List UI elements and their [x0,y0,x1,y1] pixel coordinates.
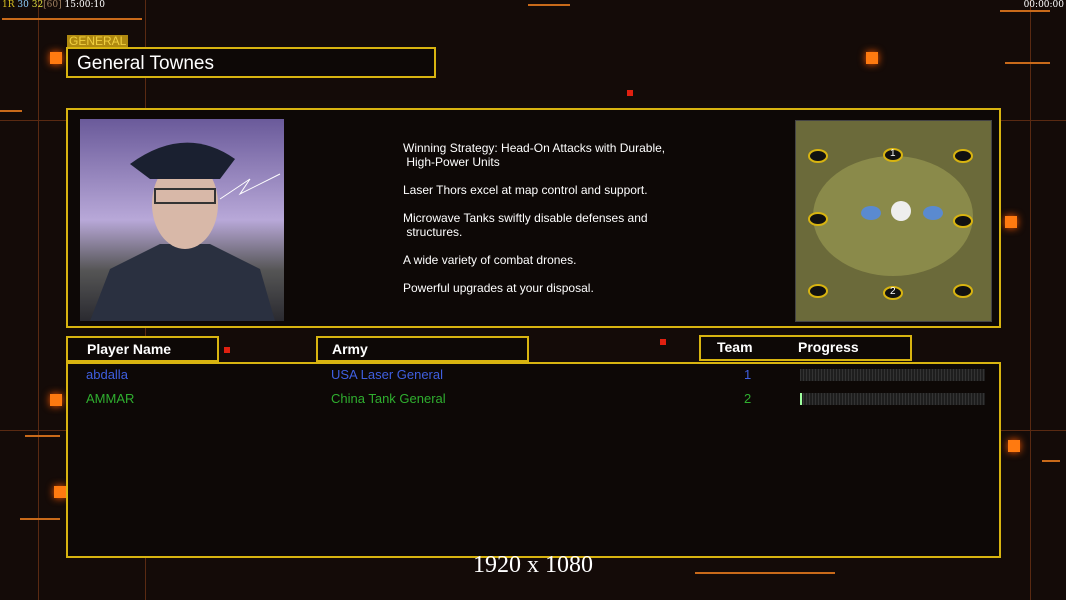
player-name: abdalla [86,367,128,382]
desc-line: Laser Thors excel at map control and sup… [403,183,648,197]
bg-accent [528,4,570,6]
bg-accent [1005,62,1050,64]
debug-left: 1R [2,0,15,10]
desc-line: High-Power Units [403,155,500,169]
desc-line: Microwave Tanks swiftly disable defenses… [403,211,648,225]
player-name: AMMAR [86,391,135,406]
header-label: Team [717,339,753,355]
header-label: Progress [798,339,859,355]
desc-line: Powerful upgrades at your disposal. [403,281,594,295]
player-team: 2 [744,391,752,406]
progress-fill [800,393,802,405]
desc-line: A wide variety of combat drones. [403,253,577,267]
portrait-image [90,142,281,321]
bg-accent [0,110,22,112]
bg-line [38,0,39,600]
desc-line: structures. [403,225,463,239]
debug-fps2: 32 [31,0,44,10]
player-list: abdalla USA Laser General 1 AMMAR China … [66,362,1001,558]
bg-accent [1042,460,1060,462]
clock: 00:00:00 [1023,0,1064,10]
debug-overlay: 1R 30 32[60] 15:00:10 [2,0,105,10]
player-team: 1 [744,367,752,382]
player-army: China Tank General [331,391,446,406]
general-portrait [80,119,284,321]
map-slot-2: 2 [890,286,896,297]
header-label: Player Name [87,341,172,357]
map-preview[interactable]: 1 2 [795,120,992,322]
bg-square [54,486,66,498]
header-army[interactable]: Army [316,336,529,362]
map-slot-1: 1 [890,148,896,159]
bg-square [50,52,62,64]
general-tag: GENERAL [67,34,129,48]
bg-square [1008,440,1020,452]
debug-fps1: 30 [17,0,29,10]
resolution-label: 1920 x 1080 [473,552,593,578]
bg-square [1005,216,1017,228]
debug-time: 15:00:10 [64,0,105,10]
header-player-name[interactable]: Player Name [66,336,219,362]
bg-accent [25,435,60,437]
progress-bar [800,369,985,381]
bg-square [224,347,230,353]
desc-line: Winning Strategy: Head-On Attacks with D… [403,141,666,155]
general-name: General Townes [77,53,214,74]
header-team-progress[interactable]: Team Progress [699,335,912,361]
header-label: Army [332,341,368,357]
bg-accent [20,518,60,520]
player-army: USA Laser General [331,367,444,382]
bg-accent [695,572,835,574]
bg-square [866,52,878,64]
bg-line [1030,0,1031,600]
map-terrain [808,148,973,300]
progress-bar [800,393,985,405]
general-description: Winning Strategy: Head-On Attacks with D… [403,141,665,295]
bg-square [50,394,62,406]
bg-accent [2,18,142,20]
general-title-box: General Townes [66,47,436,78]
bg-square [627,90,633,96]
debug-fps-cap: [60] [43,0,62,10]
bg-square [660,339,666,345]
general-info-panel: Winning Strategy: Head-On Attacks with D… [66,108,1001,328]
bg-accent [1000,10,1050,12]
